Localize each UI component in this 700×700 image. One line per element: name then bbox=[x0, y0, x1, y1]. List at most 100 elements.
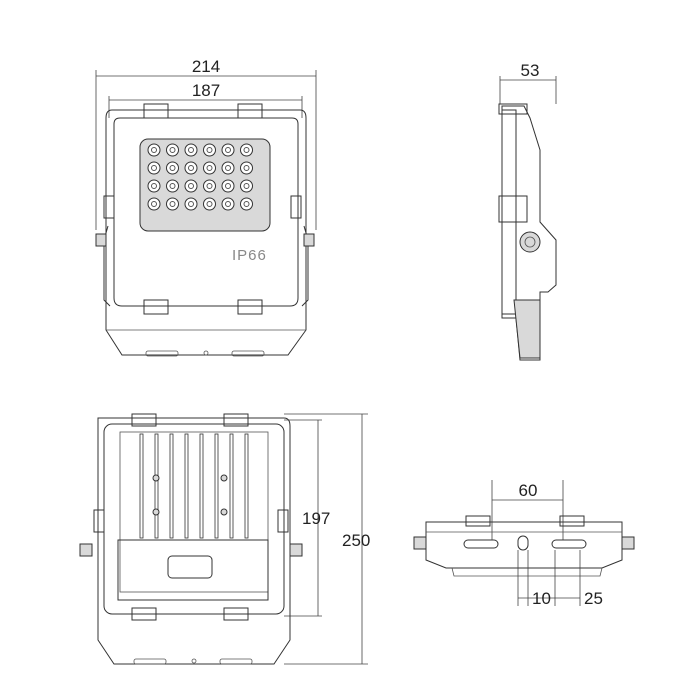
clip-bottom-left bbox=[143, 299, 169, 315]
bottom-slot-left bbox=[463, 539, 499, 549]
back-clip-bottom-right bbox=[223, 607, 249, 621]
led-chip bbox=[169, 183, 176, 189]
led-lens bbox=[147, 161, 161, 175]
led-chip bbox=[225, 165, 231, 171]
front-view: 214 187 IP66 bbox=[95, 57, 317, 357]
back-inner-frame bbox=[103, 423, 285, 615]
led-lens bbox=[184, 161, 198, 175]
led-chip bbox=[188, 165, 194, 171]
back-clip-bottom-left bbox=[131, 607, 157, 621]
led-lens bbox=[166, 197, 179, 211]
mount-hole-1 bbox=[152, 474, 160, 482]
side-front-plate bbox=[501, 109, 517, 315]
overall-height-label: 250 bbox=[342, 531, 370, 550]
front-housing-outline bbox=[105, 109, 307, 356]
heatsink-fin bbox=[184, 433, 189, 539]
led-chip bbox=[151, 183, 157, 189]
mount-hole-3 bbox=[152, 508, 160, 516]
hole-slot-dimension: 10 25 bbox=[517, 550, 603, 608]
clip-top-left bbox=[143, 103, 169, 119]
bottom-base bbox=[451, 567, 603, 577]
clip-bottom-right bbox=[237, 299, 263, 315]
led-lens bbox=[147, 143, 161, 157]
led-chip bbox=[243, 201, 250, 207]
depth-label: 53 bbox=[521, 61, 540, 80]
led-chip bbox=[225, 201, 231, 207]
heatsink-fins bbox=[139, 433, 249, 539]
led-lens bbox=[184, 197, 198, 211]
led-lens bbox=[240, 143, 253, 157]
led-chip bbox=[169, 201, 176, 207]
back-bottom-slot-left bbox=[133, 658, 167, 665]
led-chip bbox=[151, 165, 157, 171]
led-lens bbox=[203, 161, 216, 175]
led-lens bbox=[240, 161, 253, 175]
bottom-housing-outline bbox=[425, 521, 623, 569]
led-chip bbox=[225, 183, 231, 189]
slot-spacing-dimension-60: 60 bbox=[491, 480, 564, 540]
back-bracket-bolt-right bbox=[289, 543, 303, 557]
slot-spacing-label: 60 bbox=[519, 481, 538, 500]
housing-height-label: 197 bbox=[302, 509, 330, 528]
led-lens bbox=[166, 161, 179, 175]
heatsink-fin bbox=[169, 433, 174, 539]
led-chip bbox=[225, 147, 231, 153]
led-chip bbox=[243, 183, 250, 189]
height-dimension-250: 250 bbox=[284, 413, 370, 665]
heatsink-fin bbox=[229, 433, 234, 539]
led-lens bbox=[166, 143, 179, 157]
led-chip bbox=[188, 183, 194, 189]
side-view: 53 bbox=[498, 61, 557, 361]
back-bracket-bolt-left bbox=[79, 543, 93, 557]
back-side-clip-left bbox=[93, 509, 105, 533]
led-lens bbox=[147, 179, 161, 193]
back-clip-top-right bbox=[223, 413, 249, 427]
side-clip-mid bbox=[498, 195, 528, 223]
heatsink-fin bbox=[214, 433, 219, 539]
back-housing-outline bbox=[97, 417, 291, 665]
side-clip-top bbox=[498, 103, 528, 115]
led-lens bbox=[203, 143, 216, 157]
led-chip bbox=[206, 183, 213, 189]
led-lens bbox=[203, 179, 216, 193]
bracket-arm-left bbox=[103, 225, 111, 307]
bottom-slot-right bbox=[551, 539, 587, 549]
led-lens bbox=[240, 179, 253, 193]
led-lens bbox=[203, 197, 216, 211]
led-lens bbox=[221, 161, 235, 175]
hole-width-label: 10 bbox=[532, 589, 551, 608]
bottom-clip-left bbox=[465, 515, 491, 527]
led-chip bbox=[206, 201, 213, 207]
bracket-bolt-right bbox=[303, 233, 315, 247]
bottom-center-hole bbox=[517, 535, 529, 551]
side-clip-left bbox=[103, 195, 115, 219]
back-bottom-hole bbox=[191, 658, 197, 664]
front-bottom-hole bbox=[203, 350, 209, 356]
led-lens bbox=[240, 197, 253, 211]
bottom-bolt-right bbox=[621, 536, 635, 550]
width-dimension-214: 214 bbox=[95, 57, 317, 230]
led-grid bbox=[147, 143, 253, 211]
ip-rating-label: IP66 bbox=[232, 247, 267, 264]
led-lens bbox=[166, 179, 179, 193]
led-chip bbox=[243, 165, 250, 171]
overall-width-label: 214 bbox=[192, 57, 220, 76]
led-lens bbox=[184, 143, 198, 157]
bottom-bolt-left bbox=[413, 536, 427, 550]
side-bracket bbox=[513, 299, 541, 359]
side-pivot-bolt bbox=[519, 231, 541, 253]
led-chip bbox=[188, 201, 194, 207]
led-chip bbox=[188, 147, 194, 153]
led-chip bbox=[206, 165, 213, 171]
front-bottom-slot-left bbox=[145, 350, 179, 357]
front-bottom-slot-right bbox=[231, 350, 265, 357]
mount-hole-4 bbox=[220, 508, 228, 516]
led-chip bbox=[206, 147, 213, 153]
led-chip bbox=[169, 147, 176, 153]
back-clip-top-left bbox=[131, 413, 157, 427]
housing-width-label: 187 bbox=[192, 81, 220, 100]
label-plate bbox=[167, 555, 213, 579]
slot-width-label: 25 bbox=[584, 589, 603, 608]
led-chip bbox=[151, 147, 157, 153]
